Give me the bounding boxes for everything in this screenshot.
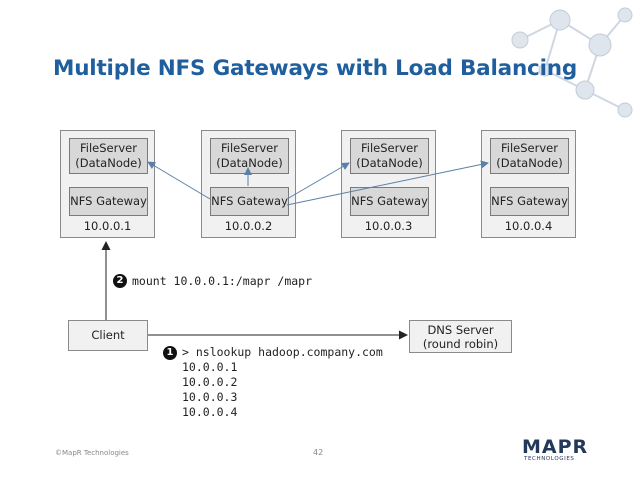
nfs-gateway-box: NFS Gateway bbox=[490, 187, 569, 216]
gateway-to-fileserver-1-arrow bbox=[147, 161, 211, 200]
nfs-gateway-box: NFS Gateway bbox=[69, 187, 148, 216]
nslookup-command: > nslookup hadoop.company.com bbox=[182, 345, 383, 359]
fileserver-label: FileServer bbox=[361, 141, 418, 155]
server-node-1: FileServer (DataNode) NFS Gateway 10.0.0… bbox=[60, 130, 155, 238]
lookup-result: 10.0.0.2 bbox=[182, 375, 238, 389]
datanode-label: (DataNode) bbox=[496, 156, 563, 170]
logo-wordmark: MAPR bbox=[522, 436, 589, 458]
logo-subtitle: TECHNOLOGIES bbox=[524, 456, 575, 462]
page-number: 42 bbox=[313, 448, 324, 457]
lookup-result: 10.0.0.4 bbox=[182, 405, 238, 419]
gateway-to-fileserver-4-arrow bbox=[286, 160, 489, 206]
node-ip: 10.0.0.4 bbox=[504, 219, 553, 233]
copyright-text: ©MapR Technologies bbox=[55, 449, 129, 457]
mapr-logo: MAPR TECHNOLOGIES bbox=[522, 436, 600, 464]
mount-command: mount 10.0.0.1:/mapr /mapr bbox=[132, 274, 313, 288]
page-title: Multiple NFS Gateways with Load Balancin… bbox=[53, 56, 578, 81]
dns-server-label: DNS Server bbox=[427, 323, 494, 337]
node-ip: 10.0.0.3 bbox=[364, 219, 413, 233]
lookup-result: 10.0.0.1 bbox=[182, 360, 238, 374]
fileserver-label: FileServer bbox=[221, 141, 278, 155]
node-ip: 10.0.0.1 bbox=[83, 219, 132, 233]
fileserver-label: FileServer bbox=[501, 141, 558, 155]
dns-round-robin-label: (round robin) bbox=[422, 337, 499, 351]
fileserver-box: FileServer (DataNode) bbox=[490, 138, 569, 174]
dns-server-box: DNS Server (round robin) bbox=[409, 320, 512, 353]
step-2-badge: 2 bbox=[113, 274, 127, 288]
nfs-gateway-box: NFS Gateway bbox=[210, 187, 289, 216]
gateway-to-fileserver-3-arrow bbox=[286, 162, 350, 200]
fileserver-box: FileServer (DataNode) bbox=[69, 138, 148, 174]
lookup-result: 10.0.0.3 bbox=[182, 390, 238, 404]
node-ip: 10.0.0.2 bbox=[224, 219, 273, 233]
fileserver-box: FileServer (DataNode) bbox=[350, 138, 429, 174]
client-box: Client bbox=[68, 320, 148, 351]
fileserver-label: FileServer bbox=[80, 141, 137, 155]
datanode-label: (DataNode) bbox=[216, 156, 283, 170]
nfs-gateway-box: NFS Gateway bbox=[350, 187, 429, 216]
server-node-4: FileServer (DataNode) NFS Gateway 10.0.0… bbox=[481, 130, 576, 238]
datanode-label: (DataNode) bbox=[356, 156, 423, 170]
server-node-3: FileServer (DataNode) NFS Gateway 10.0.0… bbox=[341, 130, 436, 238]
step-1-badge: 1 bbox=[163, 346, 177, 360]
datanode-label: (DataNode) bbox=[75, 156, 142, 170]
